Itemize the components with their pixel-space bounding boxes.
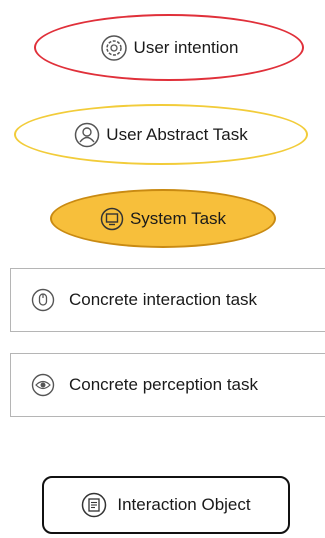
- concrete-interaction-task-label: Concrete interaction task: [69, 290, 258, 309]
- interaction-object-label: Interaction Object: [117, 495, 251, 514]
- user-intention-label: User intention: [133, 37, 239, 57]
- concrete-interaction-task-node: Concrete interaction task: [10, 268, 325, 332]
- concrete-perception-task-label: Concrete perception task: [69, 375, 258, 394]
- system-task-node: System Task: [50, 189, 276, 248]
- user-abstract-task-node: User Abstract Task: [14, 104, 308, 165]
- system-task-label: System Task: [129, 208, 227, 228]
- eye-icon: [31, 373, 55, 397]
- user-intention-node: User intention: [34, 14, 304, 81]
- gear-icon: [100, 34, 128, 62]
- user-abstract-task-label: User Abstract Task: [106, 124, 248, 144]
- interaction-object-node: Interaction Object: [42, 476, 290, 534]
- document-icon: [81, 492, 107, 518]
- monitor-icon: [100, 207, 124, 231]
- mouse-icon: [31, 288, 55, 312]
- concrete-perception-task-node: Concrete perception task: [10, 353, 325, 417]
- user-head-icon: [74, 122, 100, 148]
